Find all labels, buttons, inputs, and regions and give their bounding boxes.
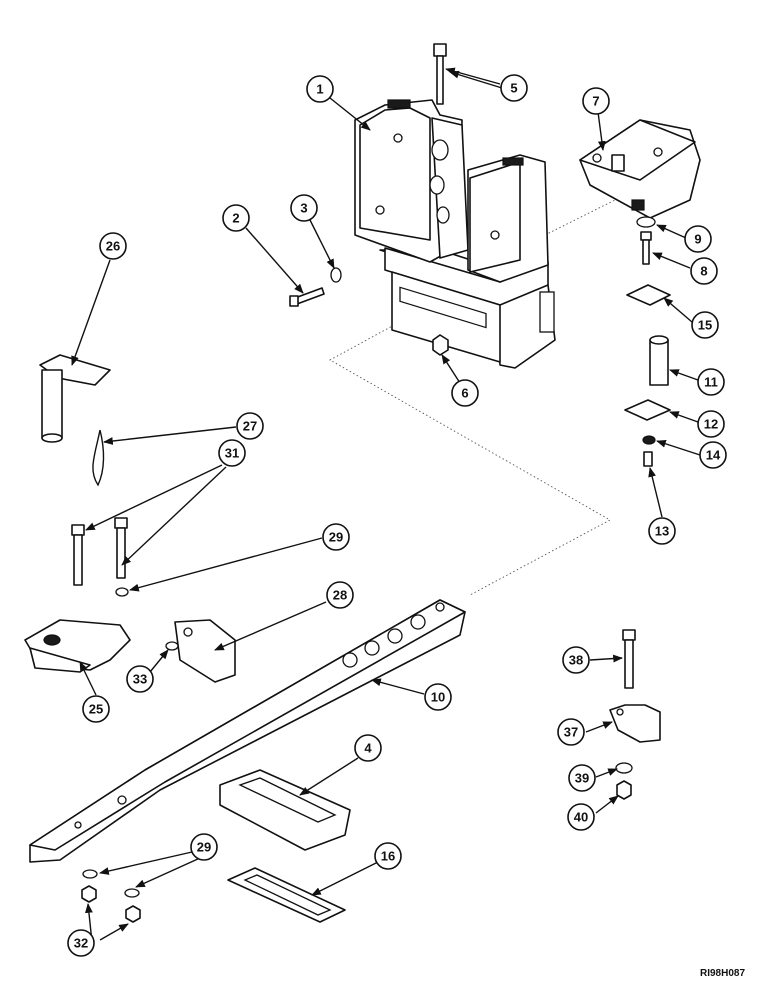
part-3-washer [330, 267, 342, 283]
part-29-washer-upper [115, 587, 129, 597]
svg-text:29: 29 [329, 530, 343, 545]
part-40-nut [616, 780, 632, 800]
svg-text:13: 13 [655, 524, 669, 539]
callout-13: 13 [648, 517, 676, 545]
svg-text:4: 4 [364, 741, 372, 756]
callout-29-lower: 29 [190, 833, 218, 861]
part-2-bolt [289, 287, 325, 307]
callout-6: 6 [451, 379, 479, 407]
svg-text:39: 39 [575, 771, 589, 786]
svg-text:1: 1 [316, 82, 323, 97]
callout-16: 16 [374, 842, 402, 870]
svg-text:31: 31 [225, 446, 239, 461]
part-16-shim [227, 867, 346, 923]
callout-39: 39 [568, 764, 596, 792]
part-37-bracket [609, 704, 661, 743]
callout-40: 40 [567, 803, 595, 831]
svg-text:25: 25 [89, 702, 103, 717]
callout-15: 15 [691, 311, 719, 339]
svg-text:15: 15 [698, 318, 712, 333]
callout-38: 38 [562, 646, 590, 674]
part-9-washer [636, 216, 656, 228]
svg-text:40: 40 [574, 810, 588, 825]
callout-5: 5 [500, 74, 528, 102]
part-7-pivot-bracket [579, 119, 701, 219]
svg-text:11: 11 [704, 375, 718, 390]
part-8-bolt [640, 231, 652, 265]
callout-29-upper: 29 [322, 523, 350, 551]
svg-text:10: 10 [431, 690, 445, 705]
callout-4: 4 [354, 734, 382, 762]
callout-26: 26 [99, 232, 127, 260]
part-25-hitch-jaw [24, 619, 131, 673]
leader-lines [71, 70, 701, 943]
drawing-reference-code: RI98H087 [700, 968, 746, 979]
svg-text:32: 32 [74, 936, 88, 951]
callout-27: 27 [236, 412, 264, 440]
svg-text:28: 28 [333, 588, 347, 603]
svg-text:9: 9 [694, 232, 701, 247]
svg-text:7: 7 [592, 94, 599, 109]
part-38-bolt [622, 629, 636, 689]
callout-12: 12 [697, 410, 725, 438]
callout-7: 7 [582, 87, 610, 115]
part-39-washer [615, 762, 633, 774]
svg-text:5: 5 [510, 81, 517, 96]
part-15-plate [626, 284, 671, 306]
part-32-nut-b [125, 905, 141, 923]
callout-32: 32 [67, 929, 95, 957]
part-29-washer-lower-b [124, 888, 140, 898]
svg-text:29: 29 [197, 840, 211, 855]
callout-8: 8 [690, 257, 718, 285]
svg-text:6: 6 [461, 386, 468, 401]
part-31-bolts [71, 517, 128, 586]
svg-text:26: 26 [106, 239, 120, 254]
svg-text:38: 38 [569, 653, 583, 668]
part-1-hitch-bracket [354, 99, 556, 369]
svg-text:16: 16 [381, 849, 395, 864]
svg-text:37: 37 [564, 725, 578, 740]
svg-text:27: 27 [243, 419, 257, 434]
callout-9: 9 [684, 225, 712, 253]
part-10-drawbar [29, 599, 466, 863]
part-4-wear-plate [219, 769, 351, 851]
svg-text:3: 3 [300, 201, 307, 216]
assembly-lines [329, 199, 616, 596]
svg-text:2: 2 [232, 211, 239, 226]
callout-28: 28 [326, 581, 354, 609]
part-27-clip [92, 429, 105, 487]
svg-text:33: 33 [133, 672, 147, 687]
part-33-washer [165, 641, 179, 651]
svg-text:12: 12 [704, 417, 718, 432]
callout-31: 31 [218, 439, 246, 467]
callout-37: 37 [557, 718, 585, 746]
svg-text:8: 8 [700, 264, 707, 279]
part-29-washer-lower-a [82, 869, 98, 879]
callout-14: 14 [699, 441, 727, 469]
part-32-nut-a [81, 885, 97, 903]
part-14-lockwasher [642, 435, 656, 445]
callout-2: 2 [222, 204, 250, 232]
callout-33: 33 [126, 665, 154, 693]
part-6-nut [432, 334, 449, 356]
callout-3: 3 [290, 194, 318, 222]
svg-text:14: 14 [706, 448, 721, 463]
callout-1: 1 [306, 75, 334, 103]
part-11-pin [649, 335, 669, 386]
part-12-plate [624, 399, 671, 421]
part-5-bolt [433, 43, 501, 105]
part-28-bracket [174, 619, 236, 683]
callout-11: 11 [697, 368, 725, 396]
part-26-hitch-pin [39, 354, 111, 443]
part-13-bolt [643, 451, 653, 467]
callout-25: 25 [82, 695, 110, 723]
callout-10: 10 [424, 683, 452, 711]
